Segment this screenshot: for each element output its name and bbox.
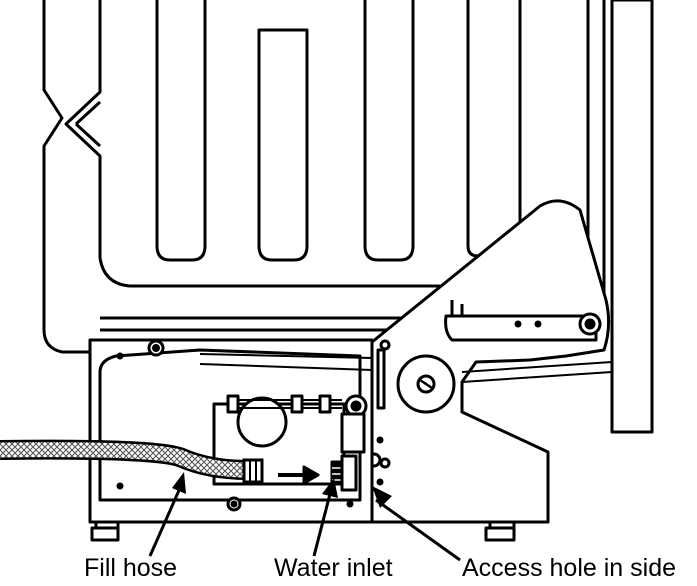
fill-hose-label: Fill hose xyxy=(84,554,178,582)
water-inlet-arrowhead xyxy=(322,478,338,498)
fill-hose-arrowhead xyxy=(172,472,186,494)
water-inlet-label: Water inlet xyxy=(274,554,393,582)
channel-2 xyxy=(257,28,309,262)
water-inlet-leader xyxy=(312,493,332,557)
hinge-bracket xyxy=(366,199,613,524)
channel-3 xyxy=(363,0,415,262)
fill-hose xyxy=(0,439,264,484)
access-hole-label: Access hole in side xyxy=(462,554,677,582)
leader-lines xyxy=(148,472,461,562)
channel-4 xyxy=(466,0,484,258)
access-hole-arrowhead xyxy=(372,486,392,508)
fill-hose-leader xyxy=(148,487,182,557)
access-hole-leader xyxy=(375,498,461,562)
channel-1 xyxy=(155,0,207,262)
